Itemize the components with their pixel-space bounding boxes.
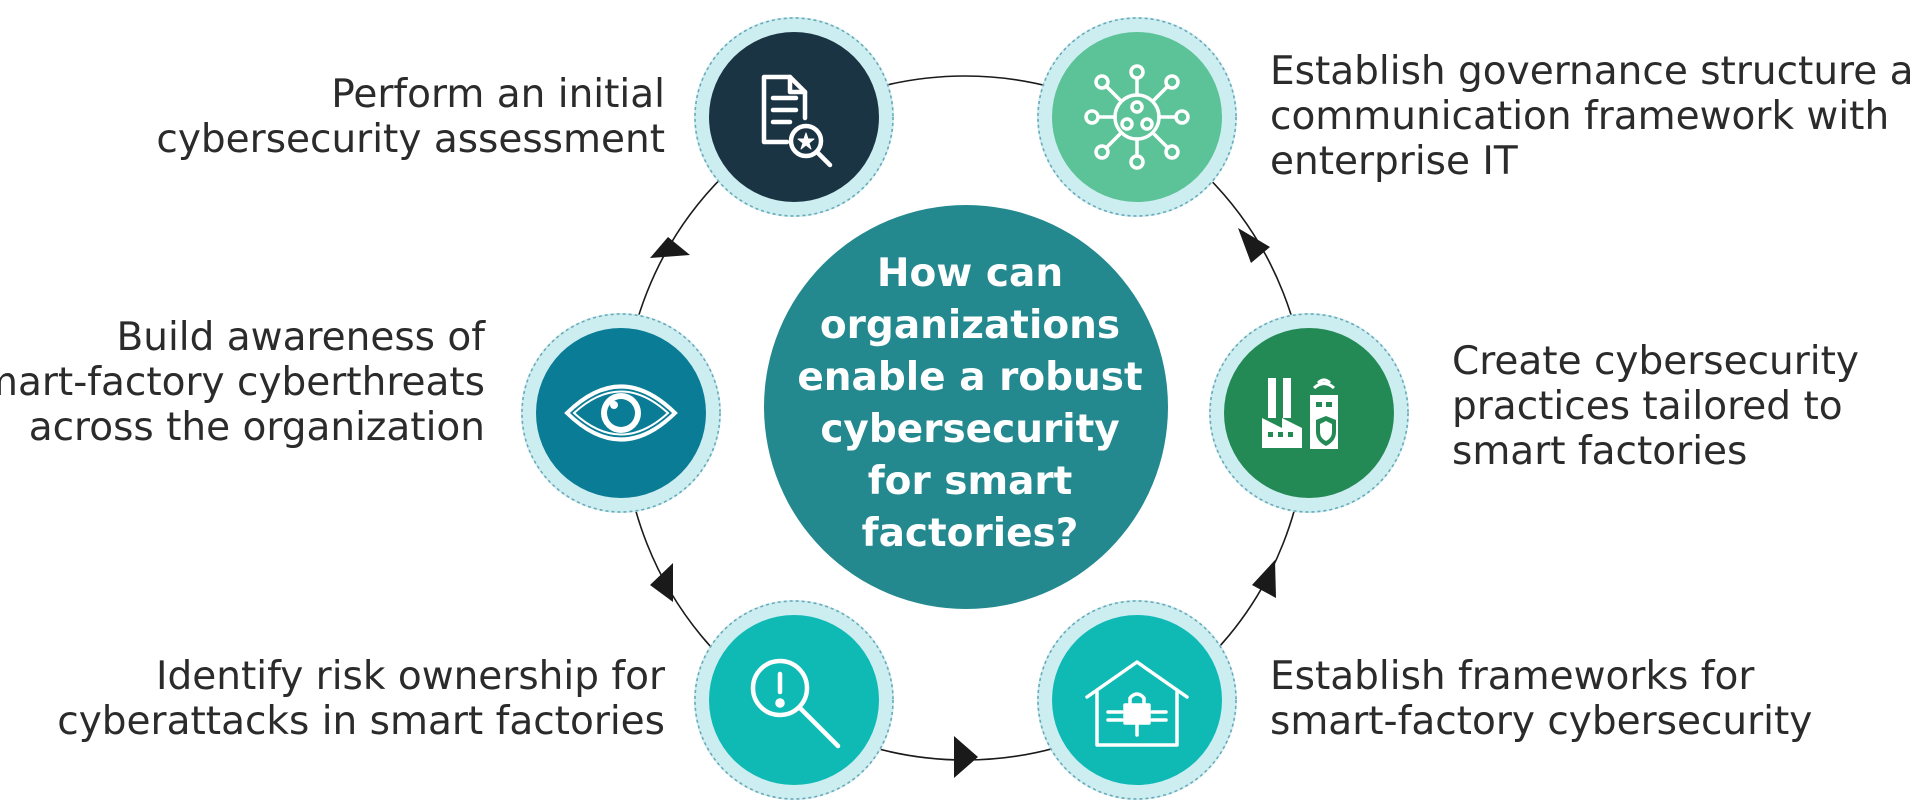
factory-shield-icon [1262,378,1338,449]
step-label-line: Create cybersecurity [1452,339,1860,384]
step-label-line: practices tailored to [1452,384,1843,429]
arrow-icon [954,736,978,778]
house-lock-icon [1085,660,1189,747]
step-label-line: Identify risk ownership for [156,654,665,699]
step-label-frameworks: Establish frameworks for smart-factory c… [1270,654,1812,744]
step-label-line: Perform an initial [331,72,665,117]
center-question: How can organizations enable a robust cy… [760,248,1180,560]
arrow-icon [650,563,673,602]
document-search-icon [761,74,833,168]
step-label-line: communication framework with [1270,94,1890,139]
step-label-line: Establish frameworks for [1270,654,1755,699]
node-assessment [694,17,894,217]
eye-icon [564,384,678,442]
step-label-assessment: Perform an initial cybersecurity assessm… [156,72,665,162]
step-label-line: across the organization [28,405,485,450]
network-people-icon [1084,64,1190,170]
step-label-line: cyberattacks in smart factories [57,699,665,744]
step-label-line: smart-factory cybersecurity [1270,699,1813,744]
step-label-risk: Identify risk ownership for cyberattacks… [57,654,665,744]
arrow-icon [1238,228,1270,263]
node-practices [1209,313,1409,513]
center-question-line: organizations [819,303,1121,348]
center-question-line: factories? [861,511,1079,556]
center-question-line: cybersecurity [820,407,1120,452]
center-question-line: enable a robust [797,355,1143,400]
magnifier-alert-icon [750,658,841,749]
center-question-line: How can [876,251,1064,296]
node-frameworks [1037,600,1237,800]
center-circle [764,205,1168,609]
step-label-governance: Establish governance structure and commu… [1270,49,1910,184]
step-label-line: smart factories [1452,429,1748,474]
step-label-line: enterprise IT [1270,139,1518,184]
node-awareness [521,313,721,513]
node-risk [694,600,894,800]
step-label-line: cybersecurity assessment [156,117,665,162]
node-governance [1037,17,1237,217]
step-label-awareness: Build awareness of smart-factory cyberth… [0,315,485,450]
center-question-line: for smart [867,459,1073,504]
step-label-practices: Create cybersecurity practices tailored … [1452,339,1859,474]
step-label-line: Establish governance structure and [1270,49,1910,94]
arrow-icon [1252,560,1276,598]
step-label-line: Build awareness of [116,315,485,360]
arrow-icon [650,237,690,258]
step-label-line: smart-factory cyberthreats [0,360,485,405]
